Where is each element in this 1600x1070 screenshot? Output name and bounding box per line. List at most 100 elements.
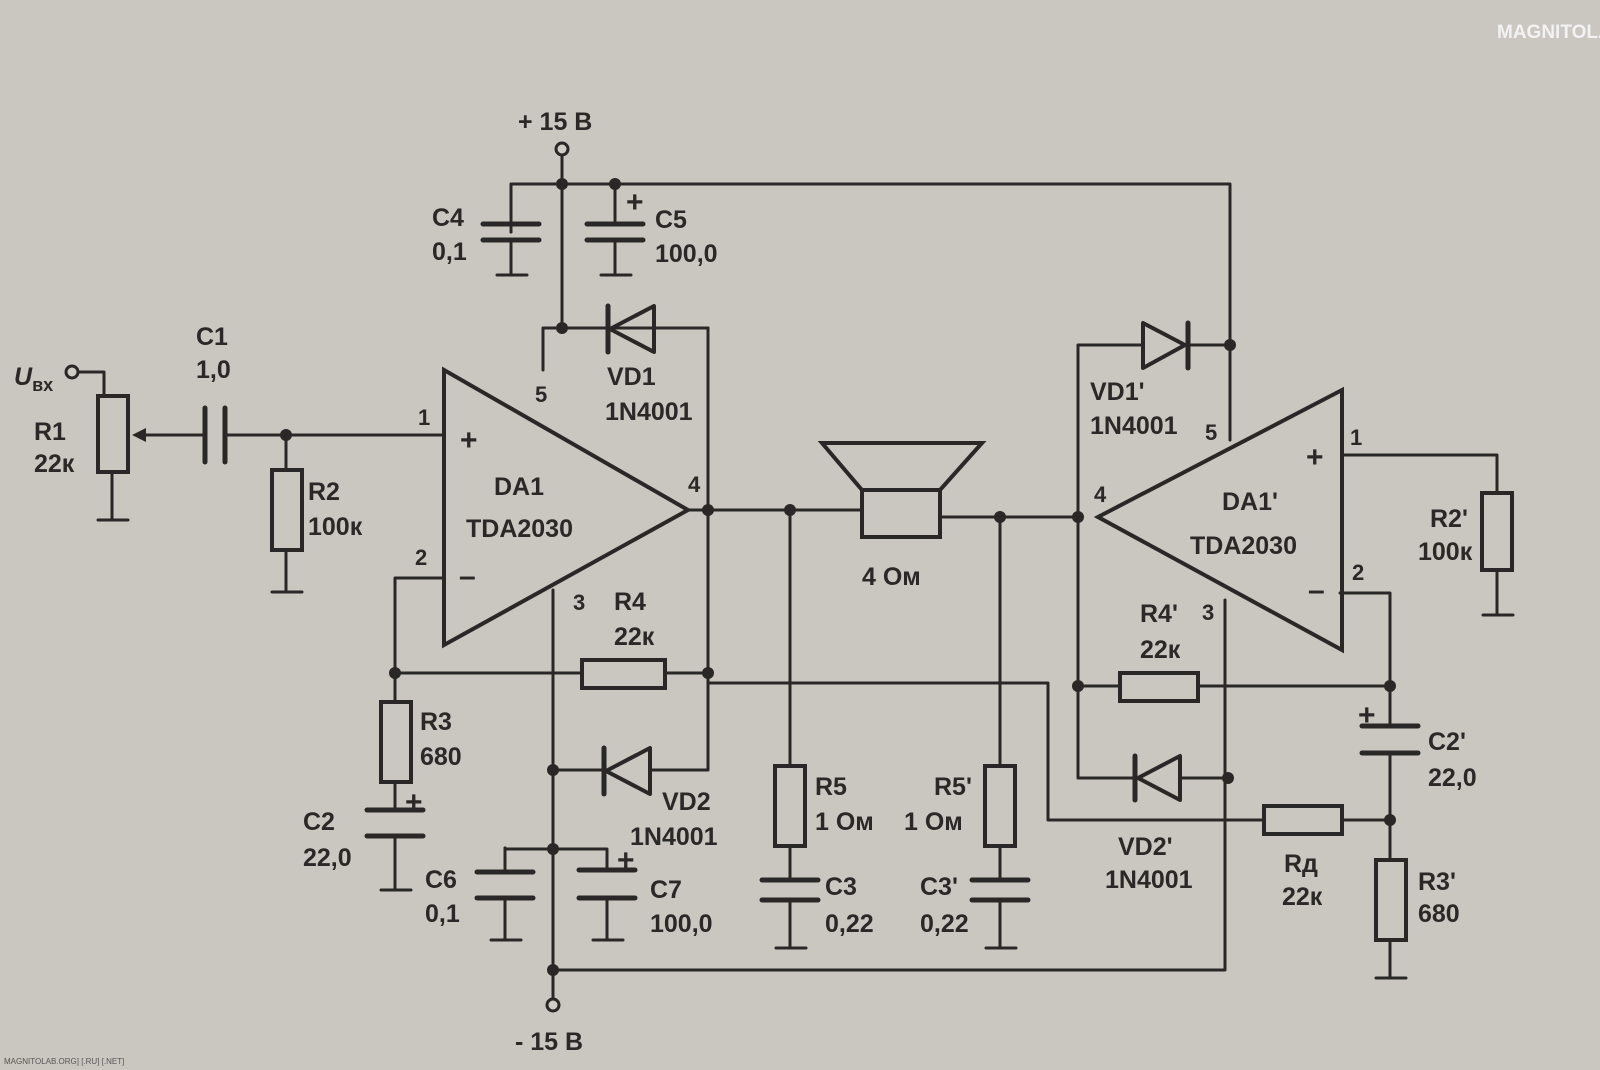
neg-supply-label: - 15 В [515, 1028, 583, 1056]
c7-value: 100,0 [650, 910, 713, 938]
da1-prime-pin-1: 1 [1350, 425, 1362, 450]
resistor-r2 [270, 468, 304, 552]
c2-prime-value: 22,0 [1428, 764, 1477, 792]
amplifier-da1-prime [1093, 386, 1344, 654]
da1-pin-4: 4 [688, 472, 701, 497]
c3-value: 0,22 [825, 910, 874, 938]
c4-ref: C4 [432, 204, 464, 232]
c6-ref: C6 [425, 866, 457, 894]
r4-value: 22к [614, 623, 655, 651]
c2-value: 22,0 [303, 844, 352, 872]
r4-prime-ref: R4' [1140, 600, 1178, 628]
neg-supply-terminal[interactable] [545, 997, 561, 1013]
r5-prime-value: 1 Ом [904, 808, 963, 836]
c5-value: 100,0 [655, 240, 718, 268]
r1-ref: R1 [34, 418, 66, 446]
c3-prime-value: 0,22 [920, 910, 969, 938]
c2-prime-plus: + [1358, 699, 1376, 732]
da1-prime-pin-2: 2 [1352, 560, 1364, 585]
capacitor-c3 [759, 877, 821, 903]
da1-prime-pin-3: 3 [1202, 600, 1214, 625]
r3-ref: R3 [420, 708, 452, 736]
capacitor-c2 [364, 807, 426, 839]
da1-pin-3: 3 [573, 590, 585, 615]
wires [76, 152, 1499, 1002]
resistor-r3-prime [1374, 858, 1408, 942]
resistor-r5-prime [983, 764, 1017, 848]
da1-type: TDA2030 [466, 515, 573, 543]
diode-vd1-prime [1141, 320, 1191, 371]
da1-prime-pin-5: 5 [1205, 420, 1217, 445]
c7-plus: + [617, 844, 635, 877]
capacitor-c7 [576, 867, 638, 901]
c5-plus: + [626, 186, 644, 219]
input-terminal[interactable] [64, 364, 80, 380]
junctions [280, 178, 1396, 976]
capacitor-c3-prime [969, 877, 1031, 903]
resistor-r5 [773, 764, 807, 848]
labels: + 15 В - 15 В Uвх R1 22к C1 1,0 R2 100к … [14, 108, 1477, 1056]
speaker-value: 4 Ом [862, 563, 921, 591]
diodes [601, 303, 1191, 803]
resistors [96, 394, 1514, 942]
r5-prime-ref: R5' [934, 773, 972, 801]
r5-value: 1 Ом [815, 808, 874, 836]
c5-ref: C5 [655, 206, 687, 234]
diode-vd2 [601, 745, 652, 797]
c3-ref: C3 [825, 873, 857, 901]
c1-value: 1,0 [196, 356, 231, 384]
vd1-prime-value: 1N4001 [1090, 412, 1178, 440]
resistor-r2-prime [1480, 491, 1514, 572]
diode-vd1 [605, 303, 656, 355]
vd2-prime-ref: VD2' [1118, 833, 1173, 861]
c1-ref: C1 [196, 323, 228, 351]
r2-value: 100к [308, 513, 363, 541]
input-label: Uвх [14, 363, 53, 395]
terminals [64, 141, 570, 1013]
r3-value: 680 [420, 743, 462, 771]
capacitor-c5 [584, 208, 646, 277]
c2-prime-ref: C2' [1428, 728, 1466, 756]
capacitor-c1 [202, 405, 228, 465]
diode-vd2-prime [1132, 753, 1182, 803]
c2-ref: C2 [303, 808, 335, 836]
watermark-footer: MAGNITOLAB.ORG] [.RU] [.NET] [4, 1057, 124, 1066]
da1-pin-2: 2 [415, 545, 427, 570]
vd1-value: 1N4001 [605, 398, 693, 426]
r4-prime-value: 22к [1140, 636, 1181, 664]
watermark-logo: MAGNITOLA [1497, 22, 1600, 43]
da1-prime-pin-4: 4 [1094, 482, 1107, 507]
pos-supply-terminal[interactable] [554, 141, 570, 157]
c6-value: 0,1 [425, 900, 460, 928]
da1-ref: DA1 [494, 473, 544, 501]
da1-prime-ref: DA1' [1222, 488, 1278, 516]
da1-pin-5: 5 [535, 382, 547, 407]
c7-ref: C7 [650, 876, 682, 904]
resistor-r3 [379, 700, 413, 784]
capacitor-c4 [480, 221, 542, 277]
vd1-ref: VD1 [607, 363, 656, 391]
da1-minus: – [459, 560, 476, 593]
r3-prime-ref: R3' [1418, 868, 1456, 896]
vd2-prime-value: 1N4001 [1105, 866, 1193, 894]
amplifier-da1 [442, 366, 693, 649]
c3-prime-ref: C3' [920, 873, 958, 901]
c2-plus: + [405, 786, 423, 819]
da1-plus: + [460, 424, 478, 457]
da1-pin-1: 1 [418, 405, 430, 430]
c4-value: 0,1 [432, 238, 467, 266]
r2-prime-value: 100к [1418, 538, 1473, 566]
vd2-value: 1N4001 [630, 823, 718, 851]
r4-ref: R4 [614, 588, 646, 616]
resistor-r4 [580, 658, 667, 690]
watermark: MAGNITOLA MAGNITOLAB.ORG] [.RU] [.NET] [4, 22, 1600, 1066]
capacitor-c6 [474, 869, 536, 901]
r2-prime-ref: R2' [1430, 505, 1468, 533]
da1-prime-minus: – [1308, 574, 1325, 607]
vd1-prime-ref: VD1' [1090, 378, 1145, 406]
da1-prime-plus: + [1306, 441, 1324, 474]
resistor-r1 [96, 394, 130, 474]
capacitor-c2-prime [1359, 723, 1421, 756]
rd-value: 22к [1282, 883, 1323, 911]
